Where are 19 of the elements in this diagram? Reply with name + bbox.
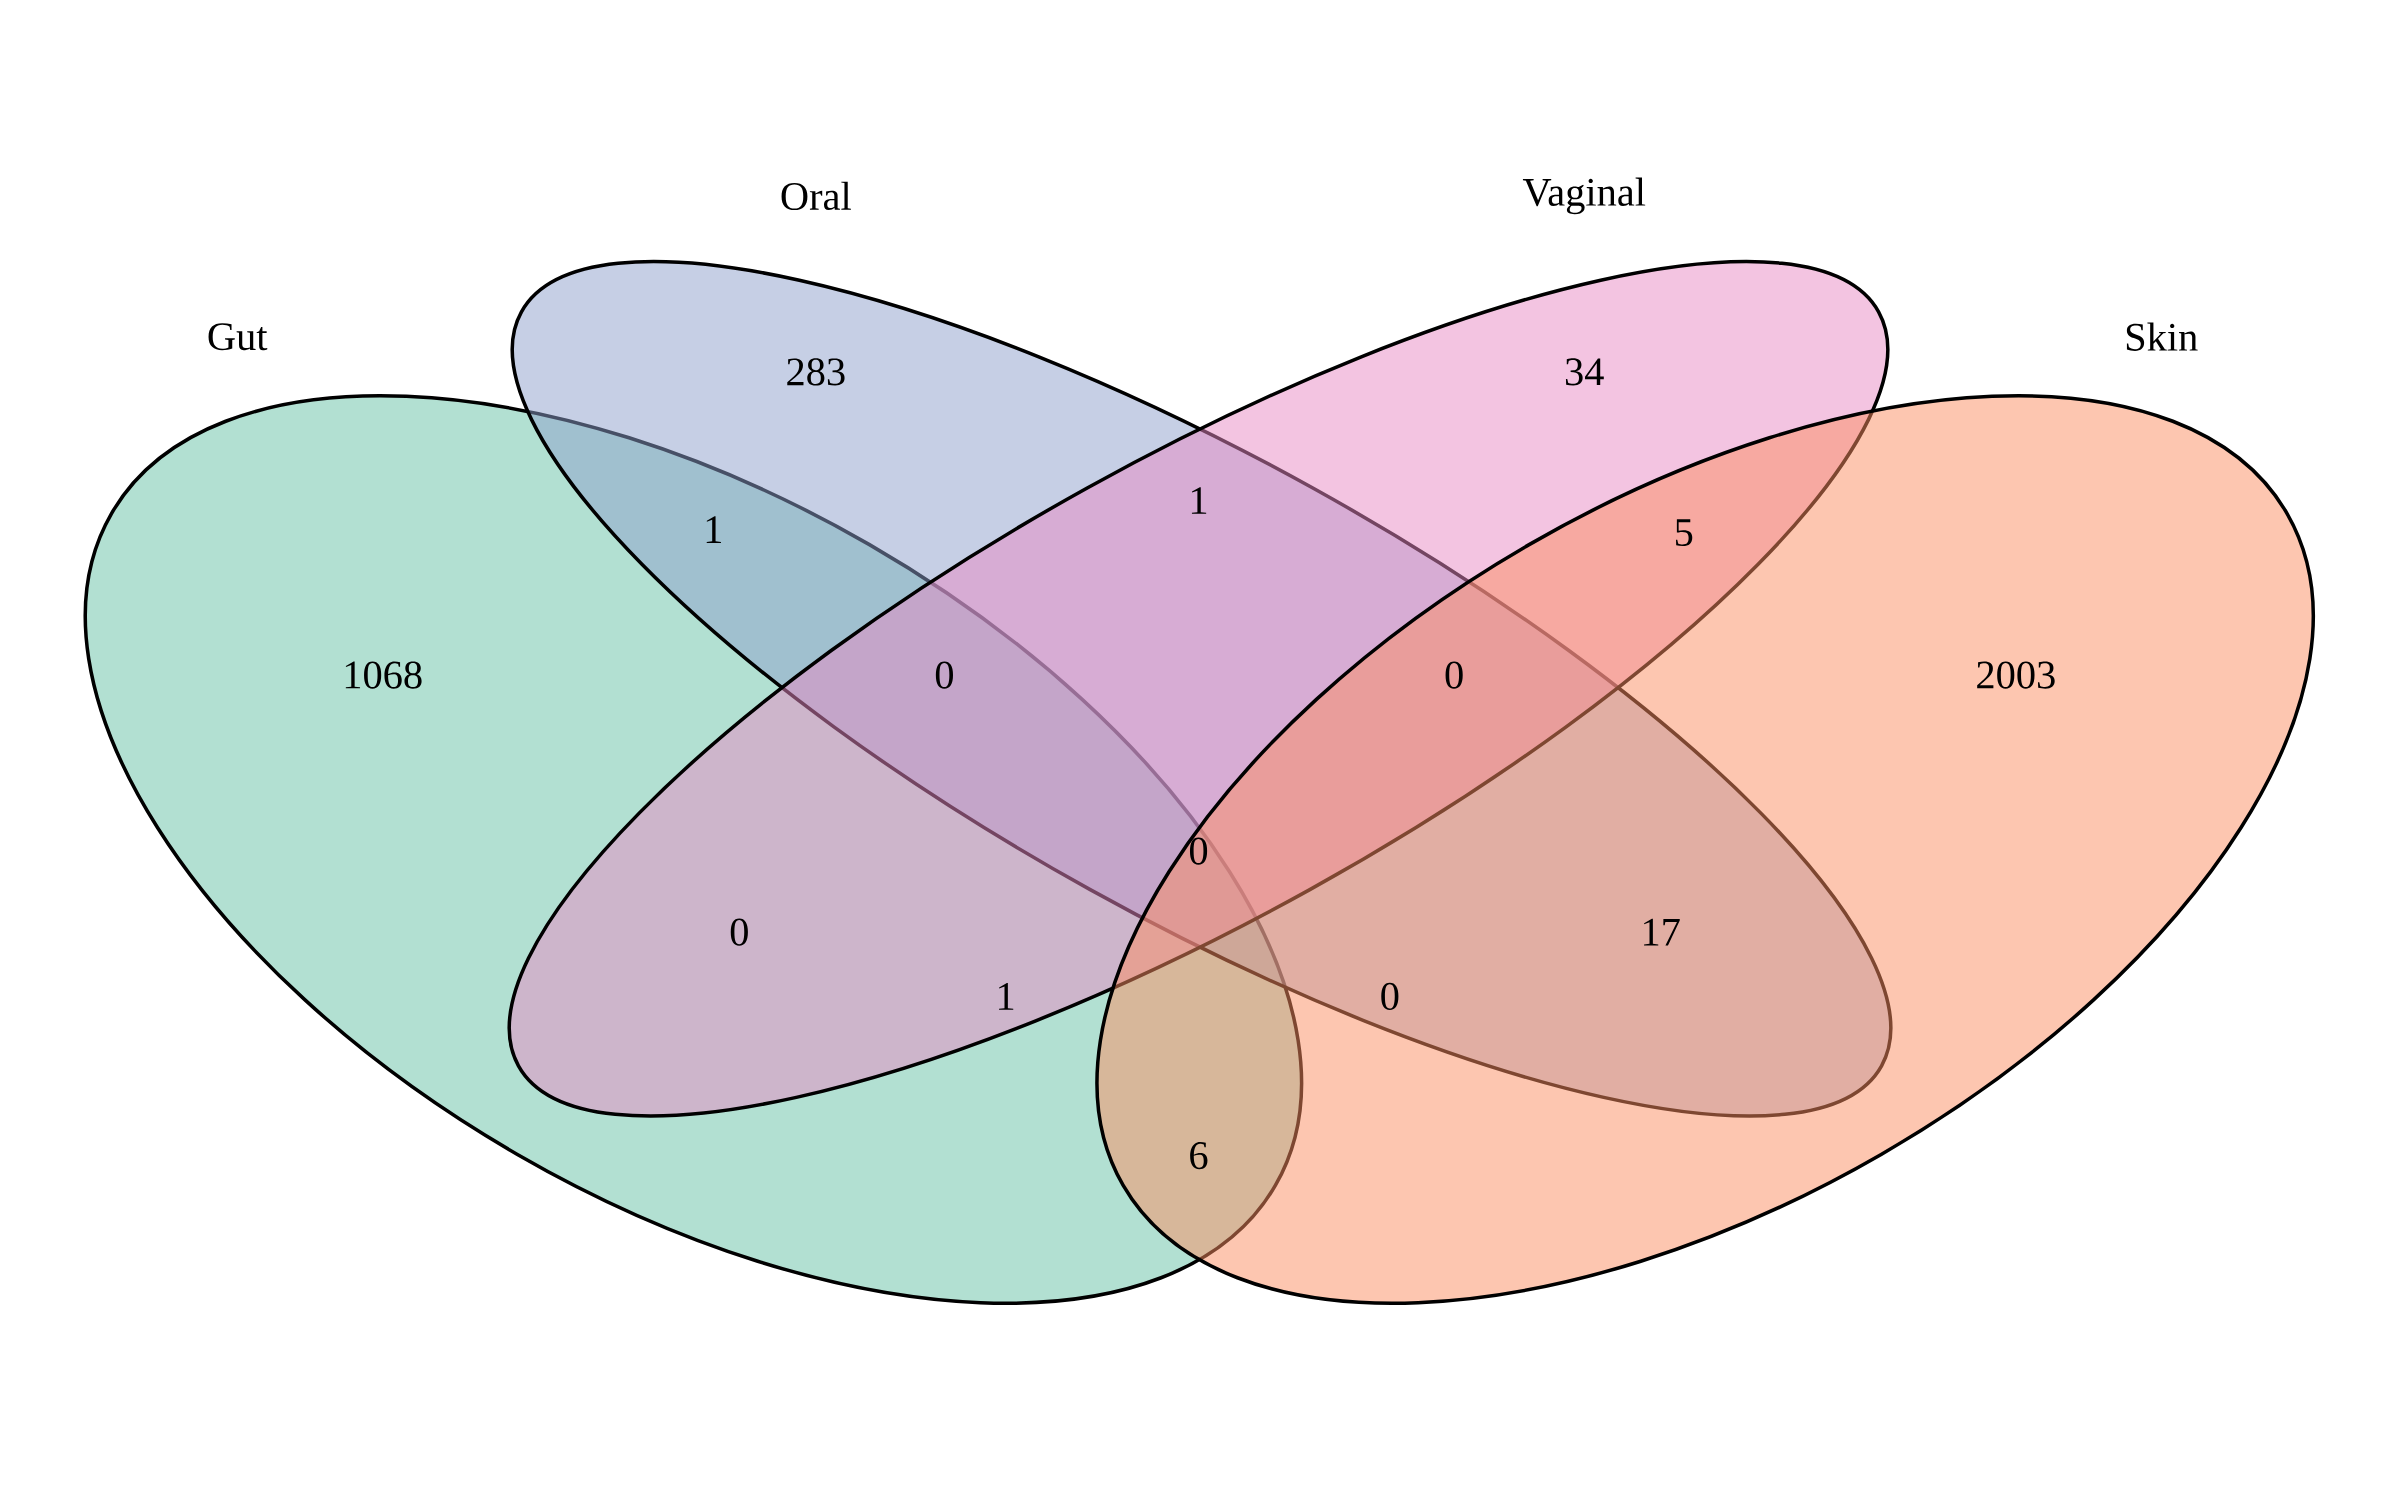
set-label: Gut [208, 323, 268, 351]
count-label: 1 [1191, 487, 1207, 514]
set-label: Vaginal [1522, 177, 1646, 215]
count-label: 17 [1644, 918, 1680, 946]
set-label: Oral [781, 181, 851, 211]
count-label: 2003 [1977, 661, 2055, 689]
count-label: 6 [1190, 1142, 1208, 1170]
count-label: 34 [1565, 358, 1604, 386]
count-label: 0 [935, 661, 953, 689]
count-label: 0 [1189, 837, 1208, 865]
set-label: Skin [2126, 322, 2198, 351]
count-label: 1 [706, 516, 721, 543]
count-label: 1068 [345, 661, 422, 689]
count-label: 0 [730, 918, 748, 946]
count-label: 0 [1381, 982, 1399, 1011]
count-label: 5 [1676, 519, 1693, 547]
count-label: 1 [999, 983, 1014, 1010]
count-label: 0 [1445, 661, 1463, 689]
count-label: 283 [787, 358, 845, 386]
